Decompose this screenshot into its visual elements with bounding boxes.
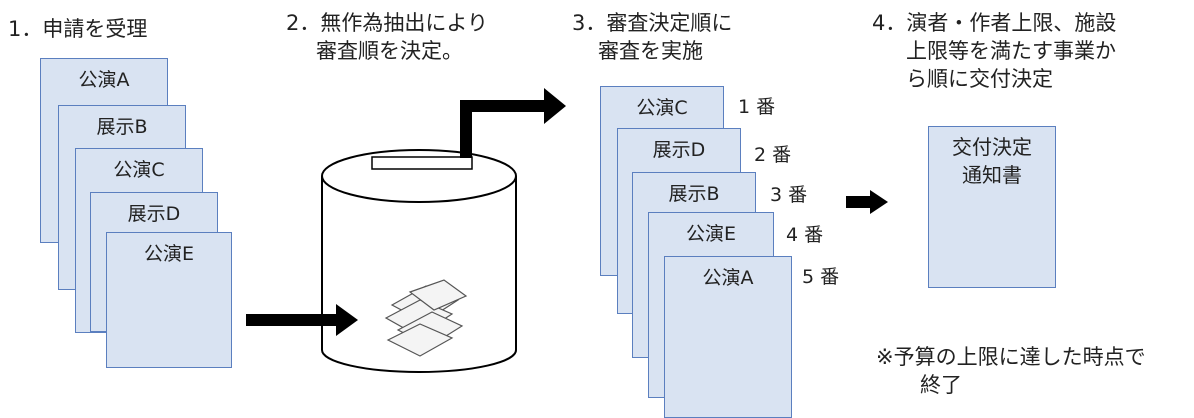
rank-label: 3 番	[770, 184, 808, 206]
step-3-label-line2: 審査を実施	[598, 39, 703, 63]
footnote-line2: 終了	[920, 373, 962, 397]
rank-label: 4 番	[786, 224, 824, 246]
drum-slot	[371, 156, 473, 170]
step-2-label-line2: 審査順を決定。	[316, 39, 463, 63]
arrow-from-drum	[460, 88, 566, 158]
step-1-label: 1．申請を受理	[8, 17, 148, 41]
arrow-to-drum	[246, 304, 358, 336]
step-3-label-line1: 3．審査決定順に	[572, 11, 733, 35]
papers-icon	[384, 279, 468, 357]
application-card: 公演E	[106, 232, 232, 368]
grant-notice-document: 交付決定 通知書	[928, 126, 1056, 288]
step-4-label-line3: ら順に交付決定	[906, 67, 1053, 91]
step-2-label-line1: 2．無作為抽出により	[286, 11, 488, 35]
notice-line2: 通知書	[962, 163, 1022, 187]
notice-line1: 交付決定	[952, 135, 1032, 159]
review-card: 公演A	[664, 256, 792, 418]
step-4-label-line1: 4．演者・作者上限、施設	[872, 11, 1117, 35]
arrow-to-notice	[846, 190, 888, 214]
step-4-label-line2: 上限等を満たす事業か	[906, 39, 1116, 63]
footnote-line1: ※予算の上限に達した時点で	[876, 345, 1146, 369]
rank-label: 5 番	[802, 266, 840, 288]
rank-label: 1 番	[738, 96, 776, 118]
rank-label: 2 番	[754, 144, 792, 166]
